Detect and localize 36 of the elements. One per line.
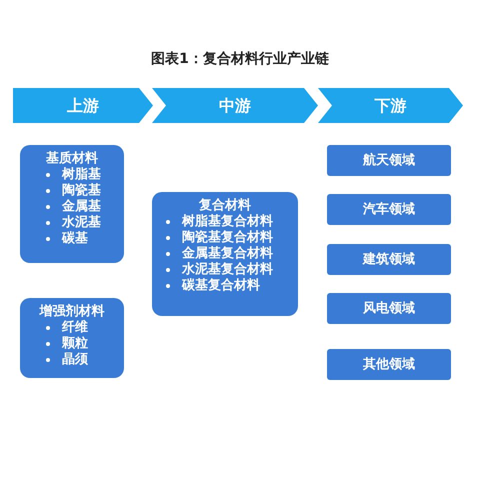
box-heading: 复合材料: [198, 197, 252, 214]
stage-label: 中游: [218, 95, 252, 117]
box-heading: 增强剂材料: [38, 303, 106, 320]
bullet-item: 碳基: [62, 231, 88, 247]
bullet-item: 金属基: [62, 199, 101, 215]
bullet-item: 纤维: [62, 320, 88, 336]
material-box: [152, 192, 298, 316]
bullet-item: 金属基复合材料: [182, 246, 273, 262]
application-box: [327, 145, 451, 176]
bullet-item: 树脂基复合材料: [182, 214, 273, 230]
application-box: [327, 244, 451, 275]
chevron-band: [152, 88, 318, 123]
box-label: 其他领域: [363, 356, 415, 373]
application-box: [327, 194, 451, 225]
bullet-item: 水泥基: [62, 215, 101, 231]
chevron-band: [318, 88, 463, 123]
box-label: 航天领域: [363, 152, 415, 169]
bullet-item: 树脂基: [62, 167, 101, 183]
box-label: 汽车领域: [363, 201, 415, 218]
application-box: [327, 293, 451, 324]
material-box: [20, 145, 124, 263]
stage-label: 上游: [66, 95, 100, 117]
bullet-item: 水泥基复合材料: [182, 262, 273, 278]
box-heading: 基质材料: [45, 150, 99, 167]
box-label: 建筑领域: [363, 251, 415, 268]
bullet-item: 颗粒: [62, 336, 88, 352]
bullet-item: 晶须: [62, 352, 88, 368]
box-label: 风电领域: [363, 300, 415, 317]
bullet-item: 碳基复合材料: [182, 278, 260, 294]
application-box: [327, 349, 451, 380]
material-box: [20, 298, 124, 378]
chart-title: 图表1：复合材料行业产业链: [150, 50, 330, 68]
bullet-item: 陶瓷基复合材料: [182, 230, 273, 246]
stage-label: 下游: [374, 95, 408, 117]
chevron-band: [13, 88, 153, 123]
bullet-item: 陶瓷基: [62, 183, 101, 199]
